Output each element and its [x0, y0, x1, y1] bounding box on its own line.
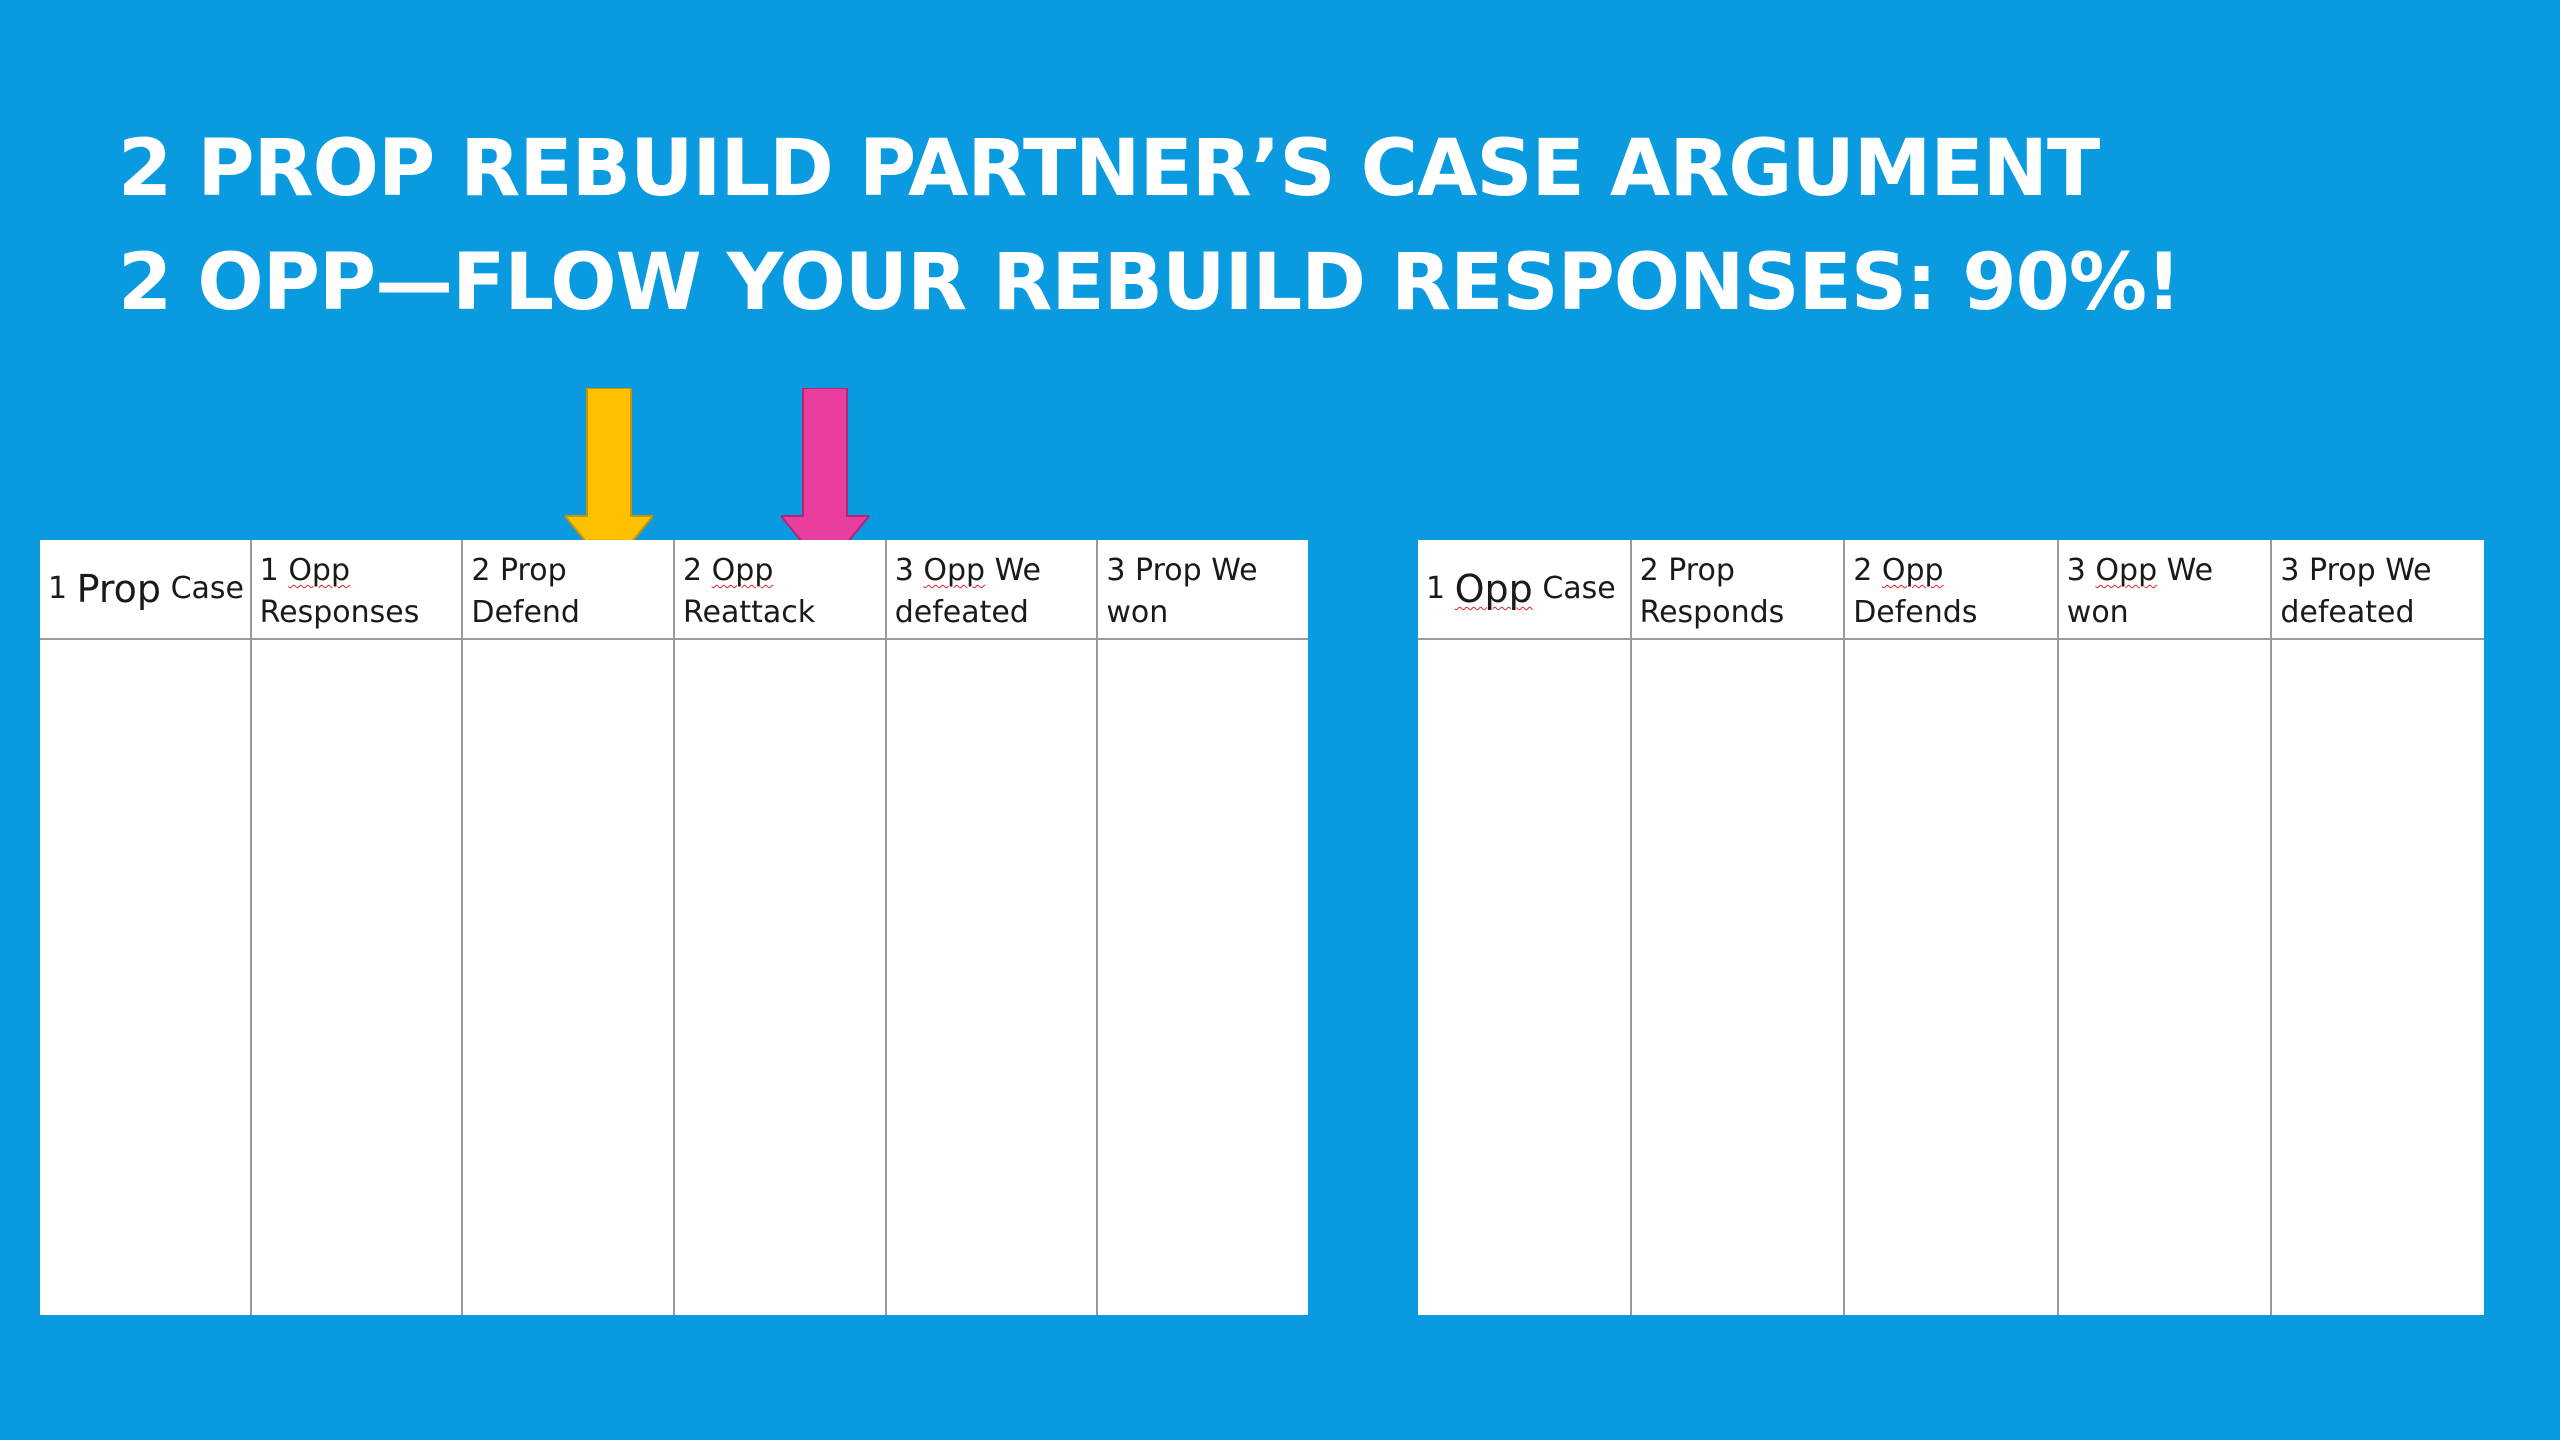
prop-col-1: 1 Prop Case — [40, 540, 250, 1315]
opp-col-3-header: 2 Opp Defends — [1845, 540, 2057, 640]
prop-col-2: 1 Opp Responses — [249, 540, 462, 1315]
prop-col-4: 2 Opp Reattack — [673, 540, 885, 1315]
opp-col-2-header: 2 Prop Responds — [1631, 540, 1844, 640]
prop-col-6: 3 Prop We won — [1096, 540, 1309, 1315]
prop-col-5-header: 3 Opp We defeated — [886, 540, 1097, 640]
prop-col-5: 3 Opp We defeated — [884, 540, 1097, 1315]
prop-col-4-header: 2 Opp Reattack — [675, 540, 885, 640]
prop-col-3: 2 Prop Defend — [461, 540, 674, 1315]
opp-col-4-header: 3 Opp We won — [2058, 540, 2271, 640]
opp-col-5-header: 3 Prop We defeated — [2272, 540, 2484, 640]
title-line-1: 2 PROP REBUILD PARTNER’S CASE ARGUMENT — [118, 124, 2100, 214]
opp-col-4: 3 Opp We won — [2056, 540, 2271, 1315]
prop-col-6-header: 3 Prop We won — [1098, 540, 1309, 640]
title-line-2: 2 OPP—FLOW YOUR REBUILD RESPONSES: 90%! — [118, 238, 2182, 328]
prop-col-3-header: 2 Prop Defend — [463, 540, 674, 640]
prop-col-1-header: 1 Prop Case — [40, 540, 250, 640]
prop-flow-sheet: 1 Prop Case 1 Opp Responses 2 Prop Defen… — [40, 540, 1309, 1315]
opp-col-5: 3 Prop We defeated — [2270, 540, 2484, 1315]
slide-title: 2 PROP REBUILD PARTNER’S CASE ARGUMENT 2… — [118, 112, 2182, 340]
opp-col-1-header: 1 Opp Case — [1418, 540, 1630, 640]
opp-col-1: 1 Opp Case — [1418, 540, 1630, 1315]
prop-col-2-header: 1 Opp Responses — [251, 540, 462, 640]
opp-flow-sheet: 1 Opp Case 2 Prop Responds 2 Opp Defends… — [1418, 540, 2484, 1315]
opp-col-2: 2 Prop Responds — [1629, 540, 1844, 1315]
opp-col-3: 2 Opp Defends — [1843, 540, 2057, 1315]
